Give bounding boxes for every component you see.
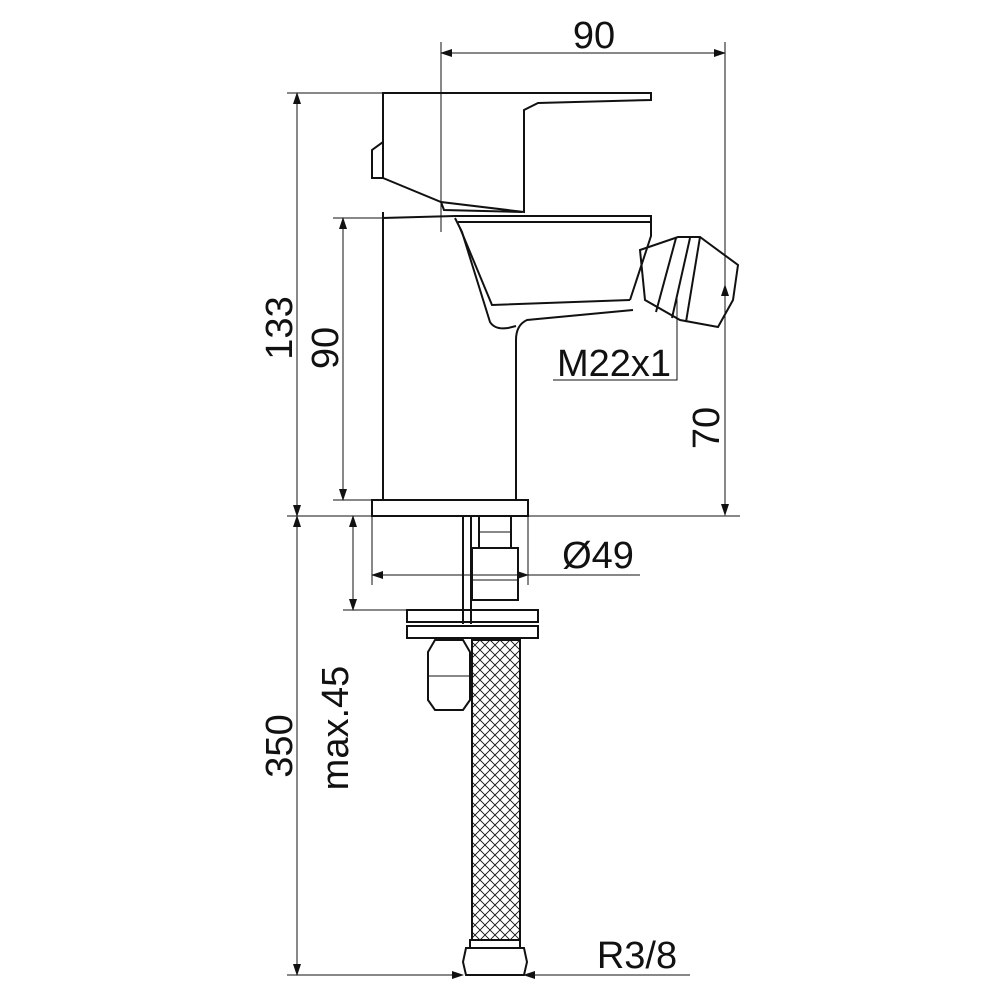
dim-hose-length: 350 (259, 714, 301, 777)
dim-body-height: 90 (305, 327, 347, 369)
thread-leader-m22 (553, 296, 678, 381)
dim-top-width: 90 (573, 15, 615, 57)
supply-fittings (406, 515, 539, 976)
dim-hose-thread: R3/8 (597, 935, 677, 977)
lever-handle (371, 92, 652, 218)
dim-total-height: 133 (259, 296, 301, 359)
aerator (638, 236, 740, 329)
braided-hose (471, 639, 521, 941)
dimension-lines (293, 49, 729, 979)
dim-outlet-height: 70 (686, 407, 728, 449)
dim-outlet-thread: M22x1 (557, 343, 671, 385)
dim-base-diameter: Ø49 (562, 535, 634, 577)
dim-counter-thickness: max.45 (315, 666, 357, 791)
